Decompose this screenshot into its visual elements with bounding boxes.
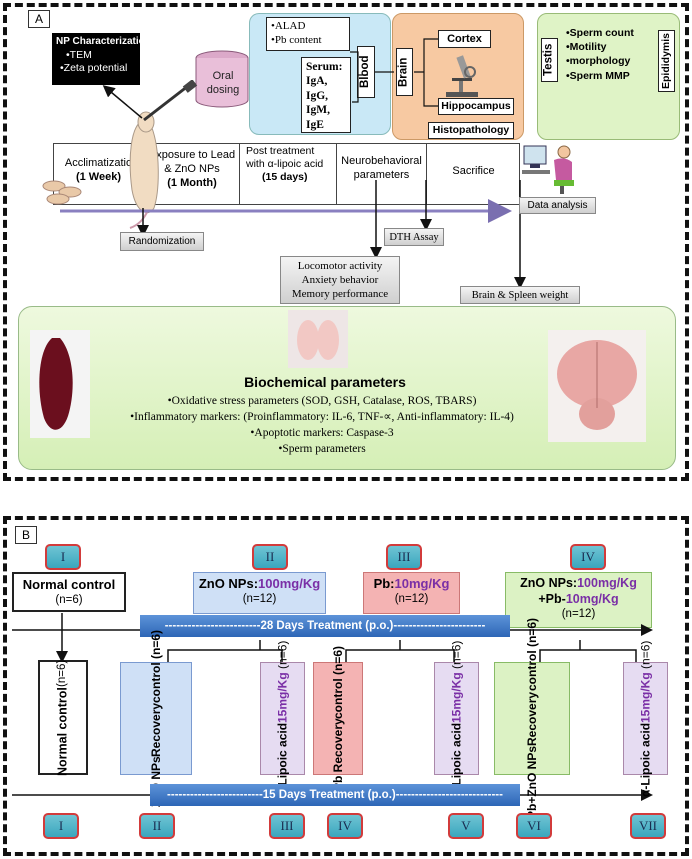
bottom-badge-v: V xyxy=(448,813,484,839)
subgroup-normal-control: Normal control (n=6) xyxy=(38,659,88,776)
serum-iga: IgA, xyxy=(306,75,328,88)
normal-control-box: Normal control (n=6) xyxy=(12,572,126,612)
top-badge-iii: III xyxy=(386,544,422,570)
group-pb-box: Pb:10mg/Kg (n=12) xyxy=(363,572,460,614)
dth-assay-label: DTH Assay xyxy=(384,228,444,246)
serum-box: Serum: IgA, IgG, IgM, IgE xyxy=(301,57,351,133)
locomotor-activity: Locomotor activity xyxy=(297,259,383,272)
behavior-tests-box: Locomotor activity Anxiety behavior Memo… xyxy=(280,256,400,304)
subgroup-lipoic-3: α-Lipoic acid 15mg/Kg (n=6) xyxy=(623,640,668,797)
serum-igm: IgM, xyxy=(306,104,330,117)
oral-dosing-cylinder xyxy=(195,50,249,108)
sperm-morphology: •morphology xyxy=(566,55,631,68)
panel-b xyxy=(3,516,689,856)
data-analysis-illustration xyxy=(522,145,574,194)
cortex-box: Cortex xyxy=(438,30,491,48)
serum-igg: IgG, xyxy=(306,89,329,102)
microscope-icon xyxy=(446,55,478,97)
bottom-badge-iii: III xyxy=(269,813,305,839)
timeline-exposure: Exposure to Lead & ZnO NPs (1 Month) xyxy=(145,143,240,205)
top-badge-ii: II xyxy=(252,544,288,570)
bottom-badge-vi: VI xyxy=(516,813,552,839)
subgroup-lipoic-2: α-Lipoic acid 15mg/Kg (n=6) xyxy=(434,640,479,797)
subgroup-lipoic-1: α-Lipoic acid 15mg/Kg (n=6) xyxy=(260,640,305,797)
alad-pb-box: •ALAD •Pb content xyxy=(266,17,350,51)
subgroup-zno-recovery: ZnO NPs Recovery control (n=6) xyxy=(120,630,192,807)
oral-dosing-label: Oral dosing xyxy=(206,70,240,96)
panel-b-tag: B xyxy=(15,526,38,544)
oxidative-stress-line: •Oxidative stress parameters (SOD, GSH, … xyxy=(167,395,477,407)
top-badge-iv: IV xyxy=(570,544,606,570)
np-char-item-tem: •TEM xyxy=(66,48,92,61)
sperm-mmp: •Sperm MMP xyxy=(566,69,630,82)
timeline-neurobehavioral: Neurobehavioral parameters xyxy=(337,143,427,205)
top-badge-i: I xyxy=(45,544,81,570)
testis-image xyxy=(288,310,348,368)
spleen-image xyxy=(30,330,90,438)
memory-performance: Memory performance xyxy=(291,288,389,301)
np-characterization-box: NP Characterization •TEM •Zeta potential xyxy=(52,33,151,85)
rats-illustration xyxy=(42,180,82,205)
alad-label: •ALAD xyxy=(271,20,306,32)
biochemical-title: Biochemical parameters xyxy=(244,374,406,390)
brain-spleen-weight-label: Brain & Spleen weight xyxy=(460,286,580,304)
group-zno-box: ZnO NPs:100mg/Kg (n=12) xyxy=(193,572,326,614)
panel-a-connectors xyxy=(60,38,526,289)
sperm-parameters-line: •Sperm parameters xyxy=(278,443,366,456)
brain-image xyxy=(548,330,646,442)
timeline-sacrifice: Sacrifice xyxy=(452,165,495,177)
biochemical-lines: •Oxidative stress parameters (SOD, GSH, … xyxy=(92,393,552,457)
data-analysis-label: Data analysis xyxy=(519,197,596,214)
timeline-post-treatment: Post treatment with α-lipoic acid (15 da… xyxy=(240,143,337,205)
serum-ige: IgE xyxy=(306,118,324,131)
testis-section xyxy=(537,13,680,140)
treatment-28-bar: -------------------------28 Days Treatme… xyxy=(140,615,510,637)
np-char-item-zeta: •Zeta potential xyxy=(60,61,128,74)
bottom-badge-i: I xyxy=(43,813,79,839)
np-char-title: NP Characterization xyxy=(56,36,151,47)
gavage-needle xyxy=(143,80,198,122)
inflammatory-line: •Inflammatory markers: (Proinflammatory:… xyxy=(130,411,514,424)
hippocampus-box: Hippocampus xyxy=(438,98,514,115)
pb-content-label: •Pb content xyxy=(271,33,322,46)
randomization-label: Randomization xyxy=(120,232,204,251)
sperm-count: •Sperm count xyxy=(566,27,634,39)
histopathology-box: Histopathology xyxy=(428,122,514,139)
panel-a-tag: A xyxy=(28,10,51,28)
serum-title: Serum: xyxy=(306,61,343,73)
rat-illustration xyxy=(129,111,159,229)
bottom-badge-ii: II xyxy=(139,813,175,839)
treatment-15-bar: -------------------------15 Days Treatme… xyxy=(150,784,520,806)
bottom-badge-vii: VII xyxy=(630,813,666,839)
apoptotic-line: •Apoptotic markers: Caspase-3 xyxy=(250,427,394,440)
sperm-list: •Sperm count •Motility •morphology •Sper… xyxy=(566,26,666,83)
subgroup-pb-recovery: Pb Recovery control (n=6) xyxy=(313,646,363,791)
group-zno-pb-box: ZnO NPs:100mg/Kg +Pb-10mg/Kg (n=12) xyxy=(505,572,652,628)
sperm-motility: •Motility xyxy=(566,41,607,54)
bottom-badge-iv: IV xyxy=(327,813,363,839)
anxiety-behavior: Anxiety behavior xyxy=(301,273,379,286)
panel-a xyxy=(3,3,689,481)
subgroup-pbzno-recovery: Pb+ZnO NPs Recovery control (n=6) xyxy=(494,618,570,819)
